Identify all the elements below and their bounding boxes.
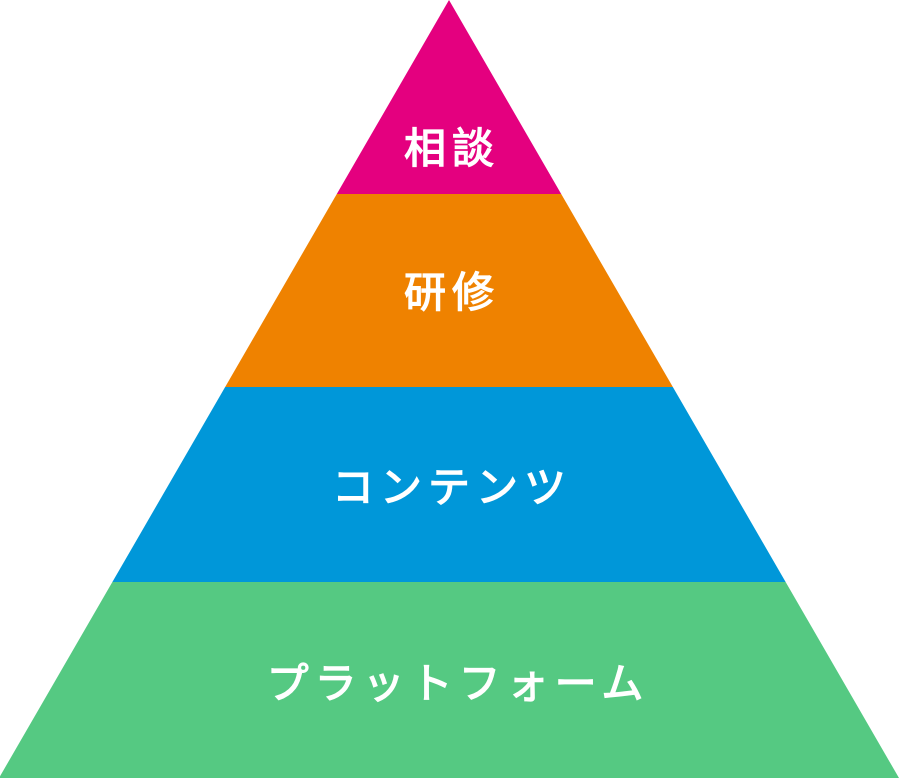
pyramid-layer-training <box>225 194 673 387</box>
layer-label-training: 研修 <box>404 268 500 317</box>
layer-label-consultation: 相談 <box>404 124 500 173</box>
pyramid-layer-platform <box>0 582 899 778</box>
pyramid-layer-contents <box>112 387 786 582</box>
layer-label-platform: プラットフォーム <box>267 659 650 708</box>
pyramid-layer-consultation <box>336 0 562 194</box>
layer-label-contents: コンテンツ <box>332 463 572 512</box>
